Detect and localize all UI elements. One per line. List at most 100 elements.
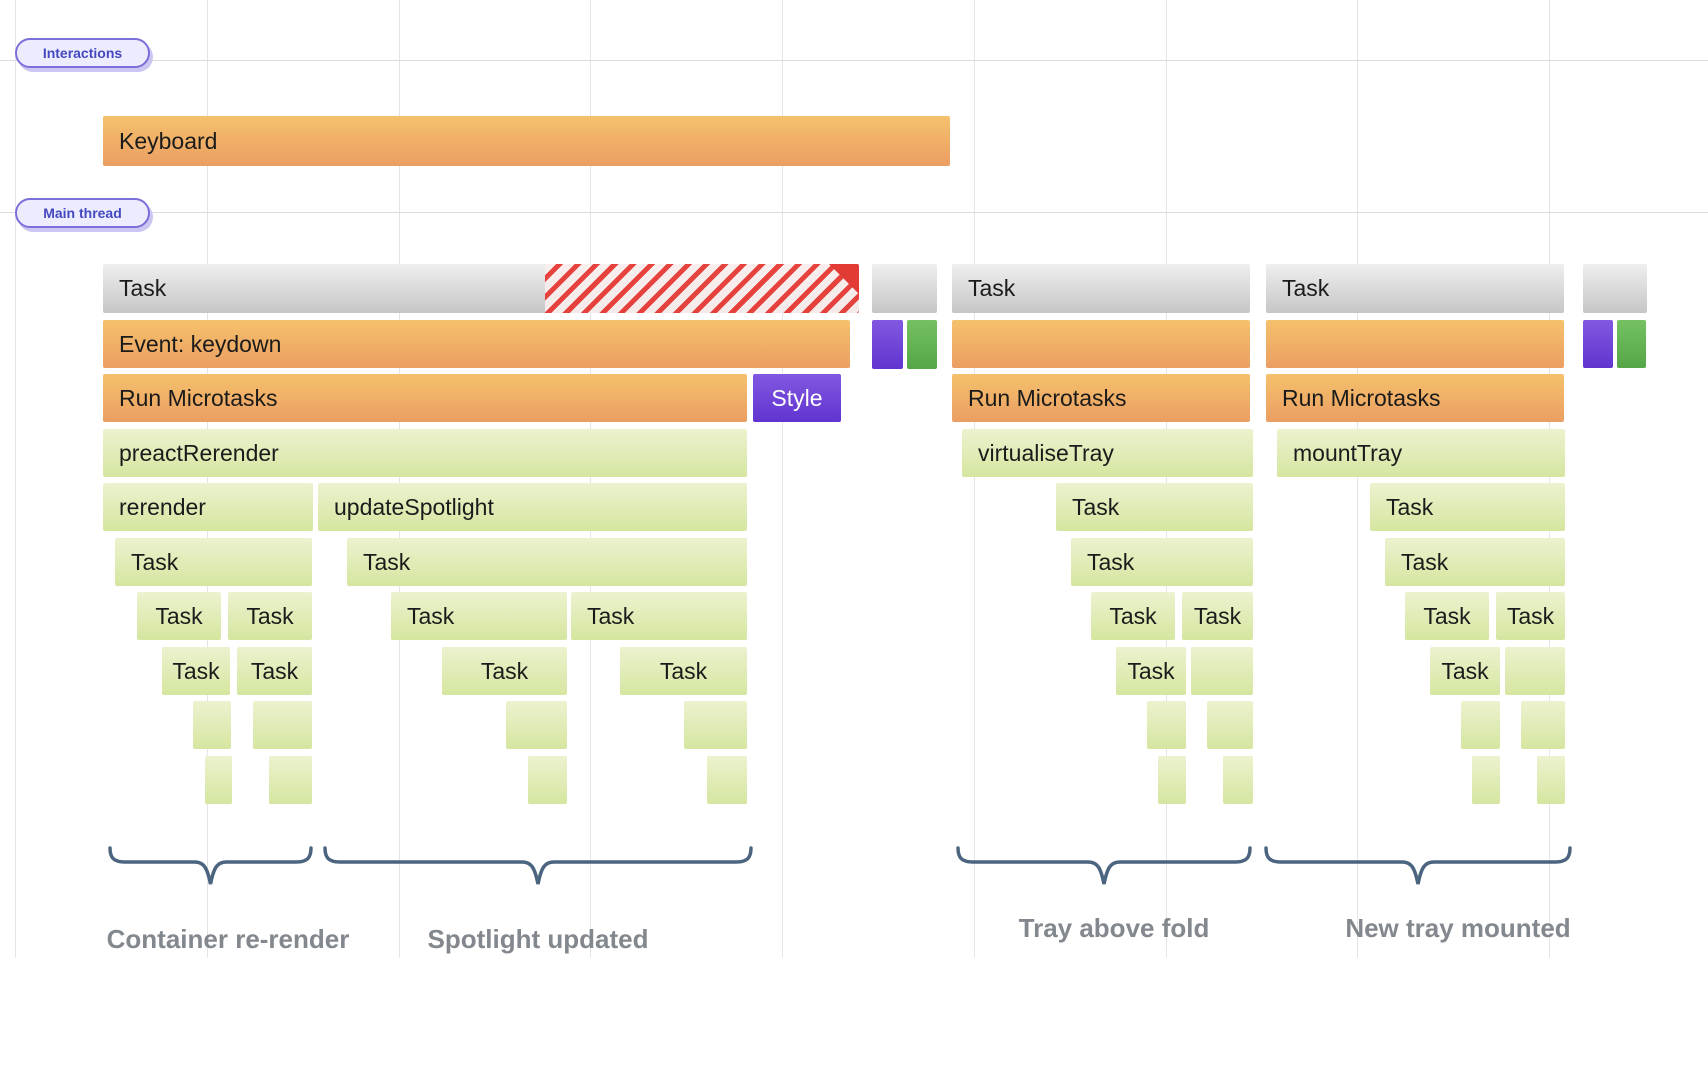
task-bar-label: Task — [1072, 493, 1120, 520]
task-block[interactable] — [506, 701, 567, 749]
task-bar[interactable]: Task — [1071, 538, 1253, 586]
run-microtasks-bar[interactable]: Run Microtasks — [103, 374, 747, 422]
gridline — [1357, 0, 1358, 958]
keydown-event-bar[interactable]: Event: keydown — [103, 320, 850, 368]
task-bar[interactable]: Task — [1266, 264, 1564, 313]
task-block[interactable] — [1472, 756, 1500, 804]
task-bar[interactable]: Task — [1385, 538, 1565, 586]
task-bar[interactable]: Task — [1430, 647, 1500, 695]
task-bar-label: Task — [172, 657, 220, 684]
task-bar-label: Task — [968, 275, 1016, 301]
keydown-event-bar-label: Event: keydown — [119, 330, 282, 357]
annotation-label: New tray mounted — [1345, 913, 1571, 943]
preact-rerender-bar[interactable]: preactRerender — [103, 429, 747, 477]
run-microtasks-bar-label: Run Microtasks — [968, 384, 1127, 411]
annotation-brace — [1264, 846, 1572, 885]
task-bar[interactable]: Task — [1182, 592, 1253, 640]
annotation-label: Container re-render — [106, 924, 350, 954]
task-bar[interactable]: Task — [162, 647, 230, 695]
gridline — [399, 0, 400, 958]
preact-rerender-bar-label: preactRerender — [119, 439, 279, 466]
rerender-bar[interactable]: rerender — [103, 483, 313, 531]
interactions-track-pill[interactable]: Interactions — [15, 38, 150, 68]
task-bar-label: Task — [250, 657, 299, 684]
long-task-stripes — [545, 264, 859, 313]
long-task-corner-icon — [829, 264, 859, 294]
task-bar-label: Task — [1386, 493, 1434, 520]
task-block[interactable] — [1537, 756, 1565, 804]
annotation-label: Tray above fold — [1018, 913, 1210, 943]
short-task-bar[interactable] — [1583, 264, 1647, 313]
style-block[interactable] — [1583, 320, 1613, 368]
task-block[interactable] — [1461, 701, 1500, 749]
event-bar[interactable] — [952, 320, 1250, 368]
task-bar[interactable]: Task — [1056, 483, 1253, 531]
task-block[interactable] — [1158, 756, 1186, 804]
annotation-brace — [323, 846, 753, 885]
task-block[interactable] — [1505, 647, 1565, 695]
task-bar-label: Task — [659, 657, 708, 684]
keyboard-interaction-bar[interactable]: Keyboard — [103, 116, 950, 166]
task-block[interactable] — [1223, 756, 1253, 804]
run-microtasks-bar-label: Run Microtasks — [1282, 384, 1441, 411]
run-microtasks-bar[interactable]: Run Microtasks — [1266, 374, 1564, 422]
paint-block[interactable] — [1617, 320, 1646, 368]
task-bar[interactable]: Task — [347, 538, 747, 586]
task-block[interactable] — [1191, 647, 1253, 695]
task-block[interactable] — [684, 701, 747, 749]
task-bar[interactable]: Task — [620, 647, 747, 695]
task-bar[interactable]: Task — [1496, 592, 1565, 640]
long-task-bar[interactable]: Task — [103, 264, 859, 313]
task-block[interactable] — [1207, 701, 1253, 749]
event-bar[interactable] — [1266, 320, 1564, 368]
task-bar[interactable]: Task — [115, 538, 312, 586]
long-task-bar-label: Task — [119, 275, 167, 301]
task-bar[interactable]: Task — [228, 592, 312, 640]
task-bar-label: Task — [1423, 602, 1471, 629]
task-block[interactable] — [193, 701, 231, 749]
keyboard-interaction-bar-label: Keyboard — [119, 127, 218, 154]
task-bar[interactable]: Task — [571, 592, 747, 640]
task-bar[interactable]: Task — [442, 647, 567, 695]
task-block[interactable] — [707, 756, 747, 804]
update-spotlight-bar-label: updateSpotlight — [334, 493, 494, 520]
task-bar-label: Task — [1441, 657, 1489, 684]
task-bar-label: Task — [480, 657, 529, 684]
task-bar-label: Task — [1282, 275, 1330, 301]
task-bar-label: Task — [1506, 602, 1555, 629]
task-bar[interactable]: Task — [237, 647, 312, 695]
gridline — [1549, 0, 1550, 958]
task-block[interactable] — [205, 756, 232, 804]
task-bar-label: Task — [587, 602, 635, 629]
task-bar[interactable]: Task — [952, 264, 1250, 313]
task-bar[interactable]: Task — [1370, 483, 1565, 531]
gridline — [1166, 0, 1167, 958]
virtualise-tray-bar-label: virtualiseTray — [978, 439, 1114, 466]
task-block[interactable] — [1521, 701, 1565, 749]
style-block[interactable] — [872, 320, 903, 369]
update-spotlight-bar[interactable]: updateSpotlight — [318, 483, 747, 531]
task-block[interactable] — [269, 756, 312, 804]
task-block[interactable] — [1147, 701, 1186, 749]
task-bar-label: Task — [1193, 602, 1242, 629]
task-bar-label: Task — [1109, 602, 1157, 629]
main-thread-track-pill[interactable]: Main thread — [15, 198, 150, 228]
paint-block[interactable] — [907, 320, 937, 369]
task-block[interactable] — [528, 756, 567, 804]
task-bar-label: Task — [1087, 548, 1135, 575]
task-block[interactable] — [253, 701, 312, 749]
task-bar-label: Task — [155, 602, 203, 629]
virtualise-tray-bar[interactable]: virtualiseTray — [962, 429, 1253, 477]
task-bar-label: Task — [246, 602, 294, 629]
run-microtasks-bar[interactable]: Run Microtasks — [952, 374, 1250, 422]
task-bar[interactable]: Task — [1405, 592, 1489, 640]
gridline — [974, 0, 975, 958]
mount-tray-bar[interactable]: mountTray — [1277, 429, 1565, 477]
short-task-bar[interactable] — [872, 264, 937, 313]
task-bar-label: Task — [1401, 548, 1449, 575]
task-bar[interactable]: Task — [1116, 647, 1186, 695]
task-bar[interactable]: Task — [137, 592, 221, 640]
task-bar[interactable]: Task — [1091, 592, 1175, 640]
task-bar[interactable]: Task — [391, 592, 567, 640]
style-bar[interactable]: Style — [753, 374, 841, 422]
